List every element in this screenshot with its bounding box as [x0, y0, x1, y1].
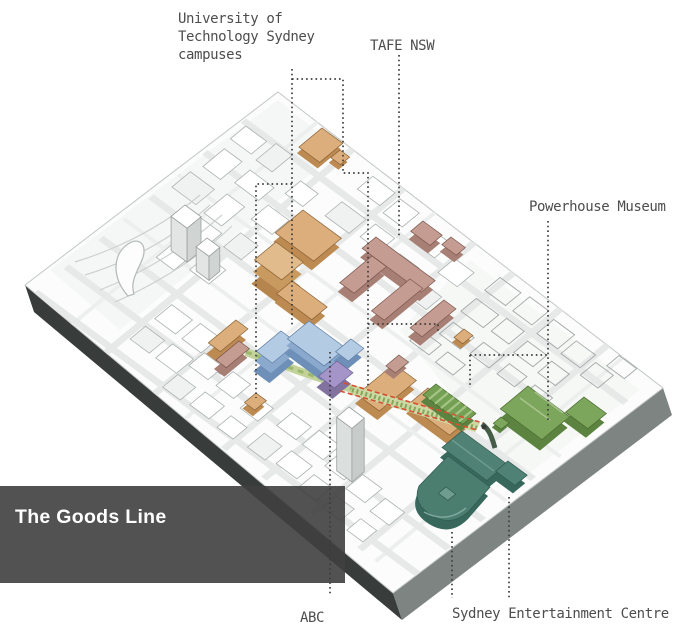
white-tower-left-2	[195, 237, 221, 282]
leader-line-uts-branch-b	[255, 183, 292, 398]
white-tower-centre	[336, 406, 365, 483]
leader-line-uts-branch-a	[292, 78, 369, 386]
label-abc: ABC	[300, 610, 324, 626]
banner-title: The Goods Line	[15, 506, 167, 528]
rail-yard-tracks	[74, 194, 233, 303]
powerhouse-buildings	[491, 385, 607, 451]
label-powerhouse: Powerhouse Museum	[529, 199, 666, 215]
label-entertainment: Sydney Entertainment Centre	[452, 606, 669, 622]
annotation-labels: University of Technology Sydney campuses…	[178, 11, 669, 626]
label-tafe: TAFE NSW	[370, 38, 435, 54]
leader-line-tafe-branch	[368, 323, 439, 333]
background-buildings	[129, 125, 638, 543]
map-slab-side-light	[393, 388, 672, 620]
powerhouse-sawtooth-shed	[420, 383, 477, 432]
goods-line-route-dashes	[339, 382, 484, 431]
goods-line-banner: The Goods Line	[0, 486, 345, 583]
label-uts-line2: Technology Sydney	[178, 29, 315, 45]
label-uts-line1: University of	[178, 11, 282, 27]
leader-line-powerhouse	[469, 221, 549, 421]
leader-lines	[255, 55, 549, 598]
label-uts-line3: campuses	[178, 47, 242, 63]
map-ground-texture	[32, 100, 640, 577]
entertainment-centre-buildings	[415, 430, 528, 530]
